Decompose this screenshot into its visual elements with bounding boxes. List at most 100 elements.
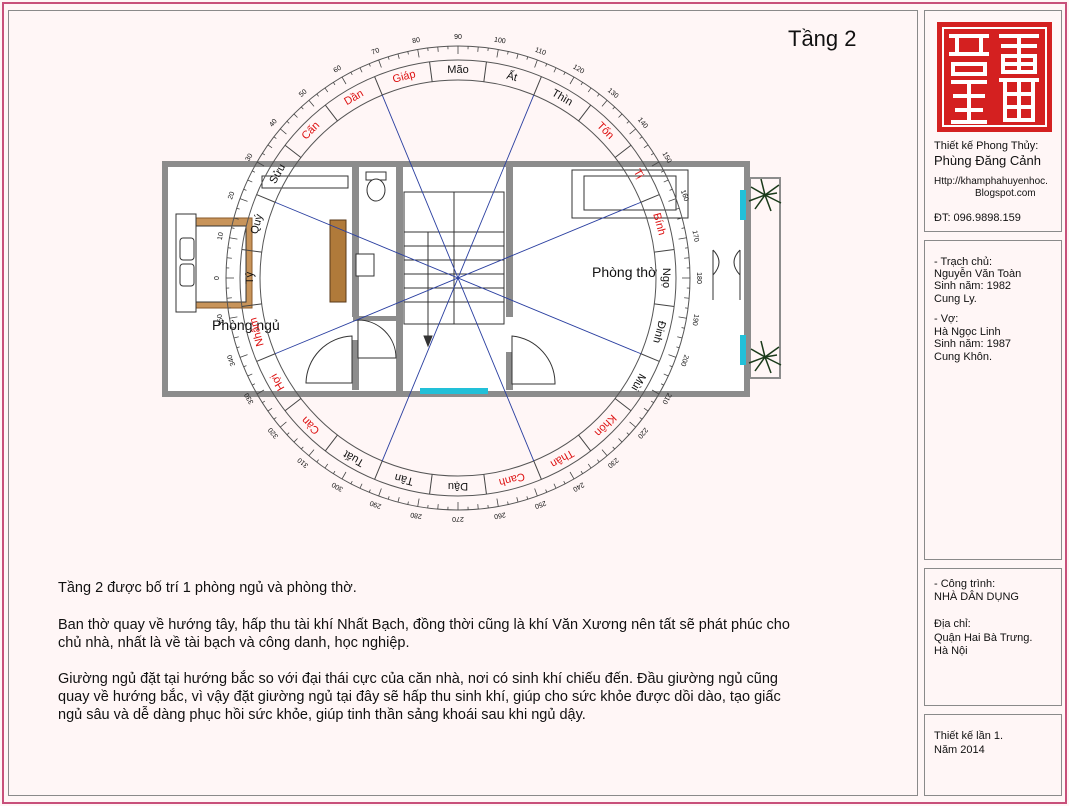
compass-tick: [293, 438, 298, 443]
compass-tick: [350, 480, 353, 484]
compass-degree-label: 350: [217, 313, 226, 326]
compass-tick: [681, 327, 685, 329]
bath-door: [357, 319, 397, 359]
compass-sector-divider: [483, 474, 487, 495]
compass-degree-label: 150: [660, 151, 672, 165]
compass-degree-label: 230: [606, 456, 620, 469]
compass-degree-label: 320: [267, 426, 280, 440]
compass-tick: [231, 327, 235, 329]
compass-tick: [612, 106, 616, 110]
compass-tick: [359, 67, 363, 73]
compass-tick: [545, 63, 548, 67]
compass-tick: [229, 237, 238, 240]
compass-degree-label: 60: [333, 65, 343, 75]
compass-mountain-label: Ngọ: [660, 268, 672, 288]
compass-sector-divider: [483, 61, 487, 82]
compass-degree-label: 180: [695, 272, 702, 284]
compass-tick: [350, 72, 353, 76]
compass-mountain-label: Tý: [244, 271, 256, 284]
compass-tick: [650, 153, 654, 156]
compass-tick: [267, 144, 273, 149]
compass-mountain-label: Thân: [548, 447, 576, 470]
paragraph-1: Tầng 2 được bố trí 1 phòng ngủ và phòng …: [58, 580, 357, 596]
address-line-2: Hà Nội: [934, 645, 968, 657]
compass-tick: [239, 354, 248, 358]
wife-birth: Sinh năm: 1987: [934, 338, 1012, 350]
compass-tick: [678, 316, 687, 319]
compass-tick: [597, 93, 600, 97]
compass-axes: [274, 94, 642, 462]
compass-tick: [417, 49, 420, 58]
compass-tick: [229, 316, 238, 319]
compass-sector-divider: [614, 398, 632, 412]
compass-degree-label: 340: [227, 354, 238, 367]
compass-tick: [580, 82, 583, 86]
compass-sector-divider: [374, 460, 383, 480]
compass-mountain-label: Canh: [498, 470, 527, 488]
compass-tick: [267, 407, 273, 412]
compass-tick: [626, 432, 630, 436]
paragraph-3-line-3: ngủ sâu và dễ dàng phục hồi sức khỏe, gi…: [58, 707, 586, 723]
compass-tick: [507, 51, 509, 55]
compass-tick: [308, 449, 315, 456]
compass-tick: [341, 471, 347, 480]
designer-url-2[interactable]: Blogspot.com: [975, 188, 1036, 199]
compass-tick: [256, 389, 265, 395]
compass-tick: [300, 446, 304, 450]
wardrobe: [329, 219, 347, 303]
designer-name: Phùng Đăng Cảnh: [934, 153, 1041, 168]
compass-tick: [252, 170, 256, 173]
compass-tick: [417, 498, 420, 507]
address-line-1: Quận Hai Bà Trưng.: [934, 632, 1033, 644]
sink: [355, 253, 375, 277]
compass-tick: [378, 488, 382, 497]
bedroom-label: Phòng ngủ: [212, 317, 280, 333]
paragraph-2-line-1: Ban thờ quay về hướng tây, hấp thu tài k…: [58, 617, 790, 633]
compass-tick: [286, 120, 290, 124]
compass-sector-divider: [241, 303, 262, 307]
compass-mountain-label: Tuất: [342, 448, 367, 469]
design-version: Thiết kế lần 1.: [934, 730, 1004, 742]
designer-url-1[interactable]: Http://khamphahuyenhoc.: [934, 176, 1048, 187]
compass-tick: [516, 497, 519, 503]
compass-degree-label: 10: [217, 232, 225, 241]
compass-sector-divider: [256, 353, 276, 362]
compass-sector-divider: [284, 398, 302, 412]
compass-tick: [639, 417, 643, 420]
compass-tick: [553, 67, 557, 73]
project-name: NHÀ DÂN DỤNG: [934, 591, 1019, 603]
main-drawing-frame: [8, 10, 918, 796]
compass-degree-label: 140: [636, 117, 649, 131]
compass-tick: [601, 100, 608, 107]
compass-tick: [368, 489, 371, 493]
wife-palace: Cung Khôn.: [934, 351, 993, 363]
compass-tick: [262, 153, 266, 156]
compass-tick: [660, 383, 664, 386]
compass-tick: [496, 49, 499, 58]
compass-tick: [563, 72, 566, 76]
compass-degree-label: 110: [534, 47, 547, 57]
compass-mountain-label: Ất: [505, 69, 518, 84]
design-panel: [924, 714, 1062, 796]
compass-tick: [569, 76, 575, 85]
compass-tick: [668, 354, 677, 358]
compass-sector-divider: [256, 194, 276, 203]
compass-tick: [629, 421, 636, 428]
compass-tick: [676, 346, 680, 349]
altar-room-label: Phòng thờ: [592, 264, 657, 280]
floor-title: Tầng 2: [788, 26, 857, 51]
compass-tick: [397, 53, 400, 59]
compass-ticks: [226, 46, 690, 510]
compass-tick: [643, 144, 649, 149]
compass-tick: [534, 488, 538, 497]
compass-sector-divider: [241, 249, 262, 253]
compass-tick: [534, 59, 538, 68]
compass-sector-divider: [578, 434, 592, 452]
compass-mountain-label: Tân: [393, 471, 414, 488]
compass-degree-label: 190: [691, 313, 700, 326]
compass-degree-label: 90: [454, 34, 462, 41]
compass-tick: [626, 120, 630, 124]
compass-degree-label: 200: [679, 354, 690, 367]
compass-tick: [316, 459, 319, 463]
